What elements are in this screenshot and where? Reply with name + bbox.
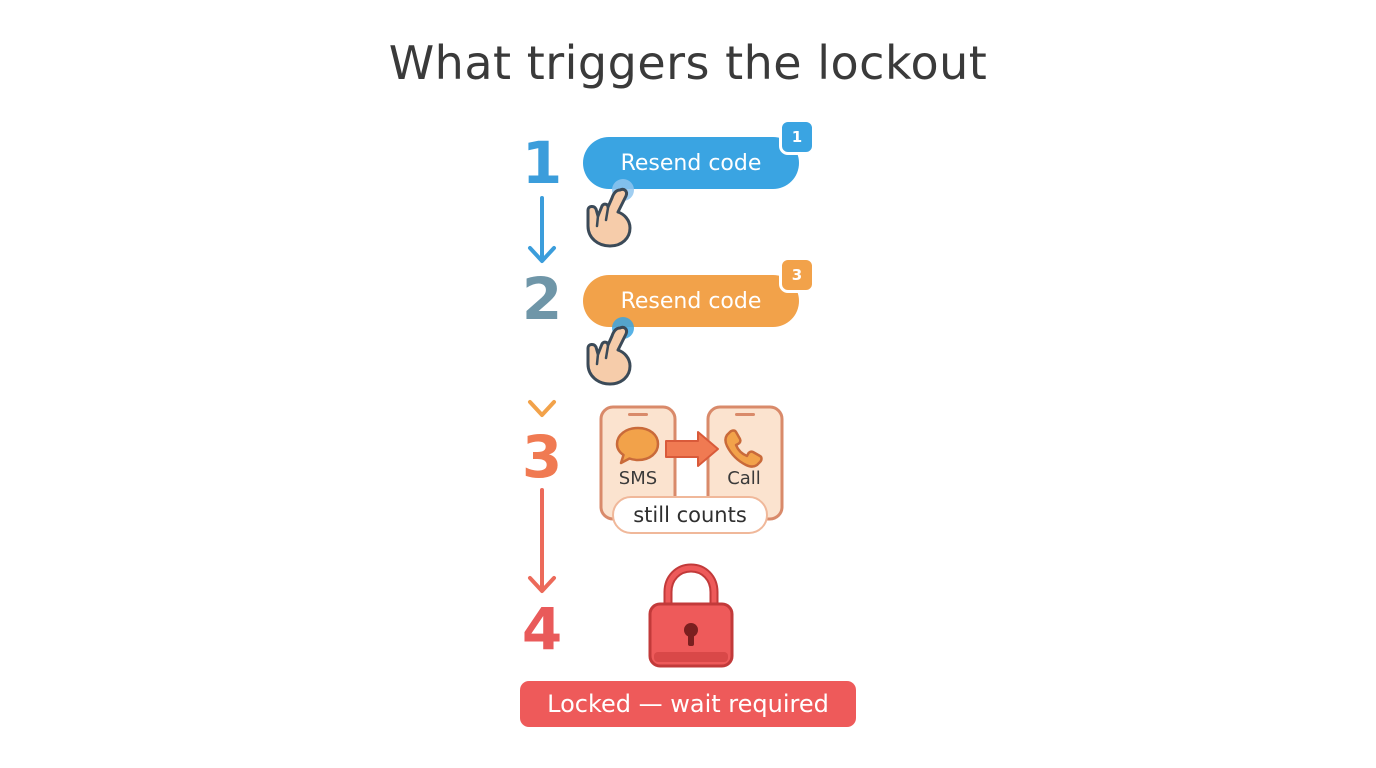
pointing-hand-icon	[586, 179, 634, 248]
pointing-hand-icon	[586, 317, 634, 386]
step-number-1: 1	[521, 129, 563, 197]
locked-status-banner: Locked — wait required	[520, 681, 856, 727]
step-number-2: 2	[521, 265, 563, 333]
step-number-4: 4	[521, 595, 563, 663]
right-arrow-icon	[665, 431, 719, 467]
arrow-3-to-4	[528, 488, 556, 593]
chat-bubble-icon	[615, 426, 660, 465]
phone-icon	[724, 429, 763, 468]
arrow-1-to-2	[528, 196, 556, 263]
count-badge-1: 1	[779, 119, 815, 155]
still-counts-note: still counts	[612, 496, 768, 534]
padlock-icon	[648, 563, 734, 668]
count-badge-3: 3	[779, 257, 815, 293]
step-number-3: 3	[521, 423, 563, 491]
diagram-title: What triggers the lockout	[388, 36, 988, 90]
channel-switch-illustration	[599, 405, 784, 521]
sms-label: SMS	[618, 468, 658, 489]
call-label: Call	[727, 468, 761, 489]
arrow-2-to-3	[528, 334, 556, 417]
